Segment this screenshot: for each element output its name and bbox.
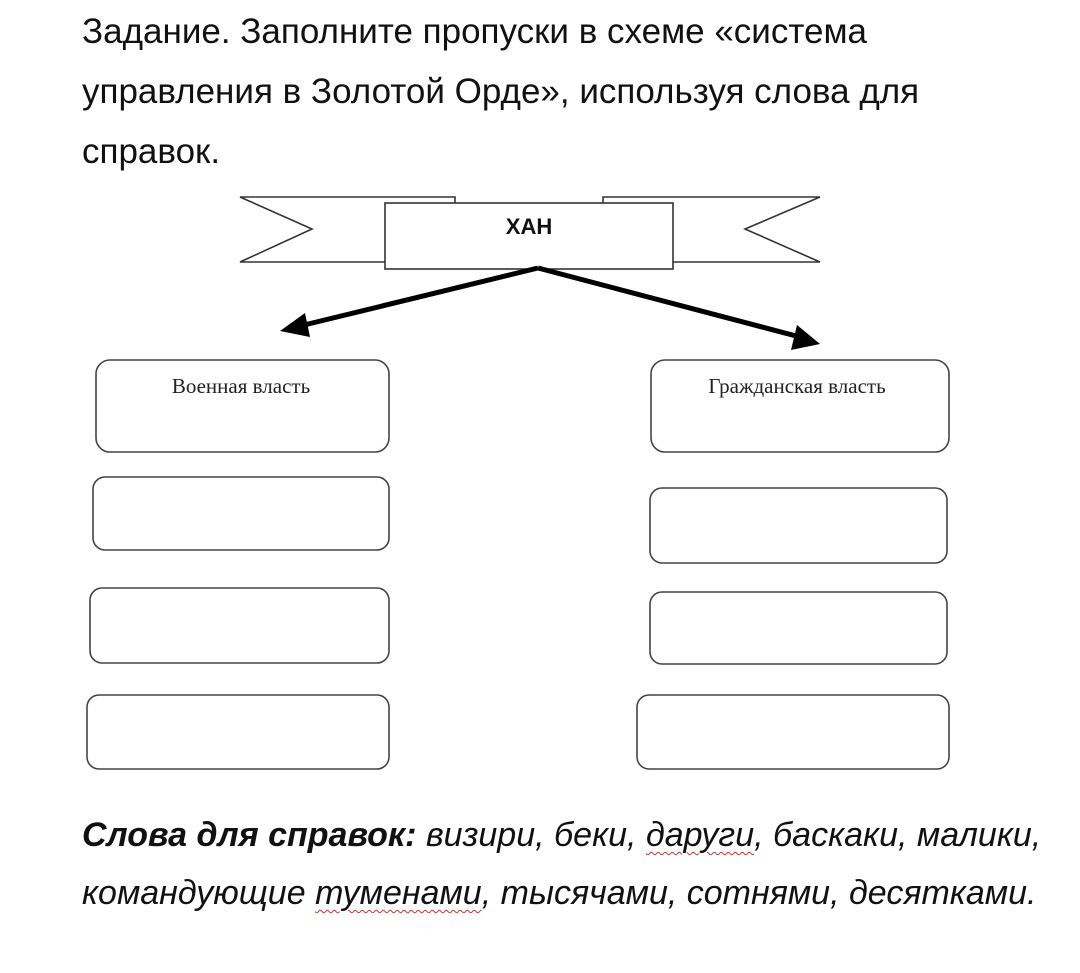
right-header-label: Гражданская власть [708,374,885,398]
reference-word: баскаки [773,816,898,854]
reference-word: сотнями [686,874,831,912]
arrow-left-head [280,313,310,337]
word-separator: , [898,816,917,854]
word-separator: , [481,874,501,912]
reference-word: десятками [849,874,1027,912]
left-header-label: Военная власть [172,374,310,398]
left-blank-box-2 [89,587,390,664]
reference-word: малики [916,816,1032,854]
arrow-right-line [537,265,801,340]
word-list: визири, беки, даруги, баскаки, малики, к… [82,816,1041,912]
khan-banner [239,196,821,270]
arrow-right-head [791,325,820,350]
right-blank-box-1 [649,487,948,564]
khan-label: ХАН [506,214,552,239]
reference-word: туменами [315,874,482,912]
left-header-box [95,359,390,453]
reference-label: Слова для справок: [82,816,417,854]
word-separator: , [830,874,849,912]
right-blank-box-2 [649,591,948,665]
reference-word: даруги [645,816,755,854]
reference-word: визири [425,816,536,854]
banner-center [384,202,674,270]
reference-word: беки [554,816,628,854]
word-separator: , [535,816,555,854]
reference-words: Слова для справок: визири, беки, даруги,… [82,806,1042,922]
word-separator [306,874,315,912]
left-blank-box-3 [86,694,390,770]
arrows [280,265,820,350]
reference-word: тысячами [500,874,668,912]
word-separator: , [1031,816,1042,854]
task-text: Задание. Заполните пропуски в схеме «сис… [82,12,920,171]
right-header-box [650,359,950,453]
word-separator: , [754,816,774,854]
word-separator: . [1027,874,1037,912]
arrow-left-line [299,265,539,329]
right-blank-box-3 [636,694,950,770]
word-separator: , [667,874,687,912]
reference-word: командующие [82,874,306,912]
left-blank-box-1 [92,476,390,551]
word-separator: , [627,816,646,854]
